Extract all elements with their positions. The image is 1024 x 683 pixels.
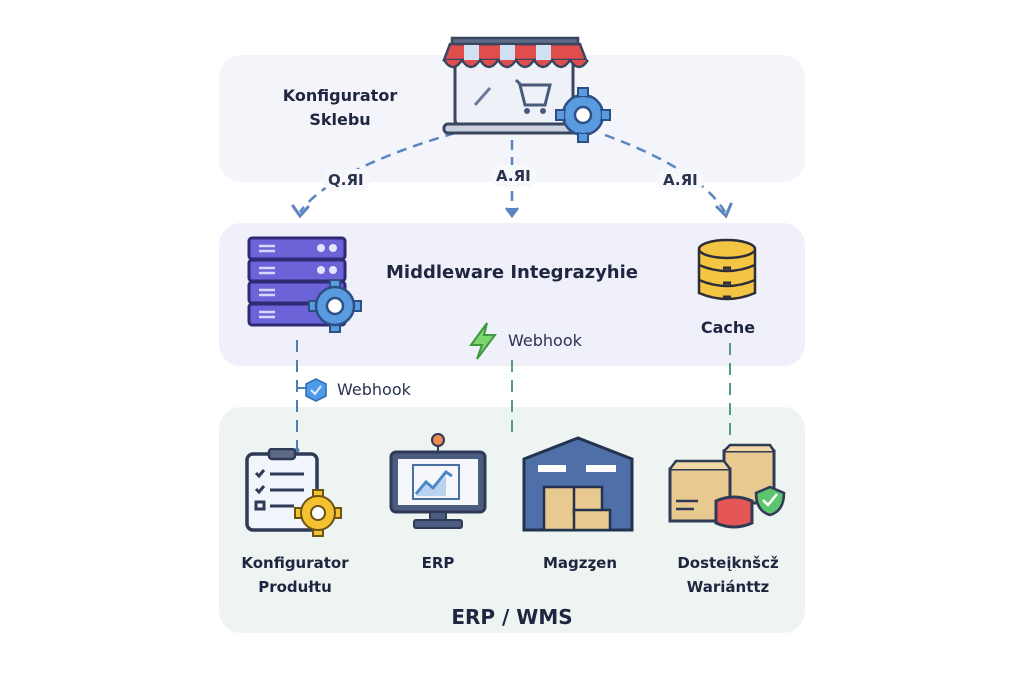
backend-item-warehouse: Magzȥen bbox=[525, 551, 635, 575]
cache-label: Cache bbox=[700, 318, 756, 337]
api-arrow-right-head bbox=[715, 202, 733, 219]
api-arrow-center-head bbox=[505, 207, 519, 219]
item-label-line1: ERP bbox=[421, 554, 455, 572]
api-arrow-left-head bbox=[291, 204, 310, 219]
warehouse-icon bbox=[522, 436, 634, 532]
erp-monitor-icon bbox=[389, 433, 487, 529]
shop-title-line1: Konfigurator bbox=[282, 86, 398, 105]
backend-item-erp: ERP bbox=[398, 551, 478, 575]
product-configurator-icon bbox=[245, 448, 342, 537]
shop-title-line2: Sklebu bbox=[309, 110, 371, 129]
item-label-line1: Magzȥen bbox=[542, 554, 618, 572]
backend-title: ERP / WMS bbox=[451, 605, 573, 629]
webhook-badge-icon bbox=[305, 378, 327, 402]
server-icon bbox=[247, 236, 362, 333]
api-label-center: A.ЯI bbox=[490, 165, 537, 187]
cache-database-icon bbox=[697, 238, 757, 301]
api-label-right: A.ЯI bbox=[657, 169, 704, 191]
item-label-line2: Produłtu bbox=[258, 578, 332, 596]
item-label-line1: Konfigurator bbox=[241, 554, 349, 572]
item-label-line2: Wariánttz bbox=[686, 578, 770, 596]
api-label-left: Q.ЯI bbox=[322, 169, 370, 191]
backend-item-variant-availability: Dosteįknšcž Wariánttz bbox=[658, 551, 798, 599]
item-label-line1: Dosteįknšcž bbox=[677, 554, 779, 572]
middleware-title: Middleware Integrazyhie bbox=[386, 262, 638, 283]
webhook-label-center: Webhook bbox=[508, 331, 582, 350]
shop-title: Konfigurator Sklebu bbox=[280, 84, 400, 132]
variant-availability-icon bbox=[668, 443, 786, 529]
backend-item-product-configurator: Konfigurator Produłtu bbox=[230, 551, 360, 599]
lightning-icon bbox=[469, 322, 497, 360]
online-shop-icon bbox=[442, 36, 611, 143]
webhook-label-left: Webhook bbox=[337, 380, 411, 399]
